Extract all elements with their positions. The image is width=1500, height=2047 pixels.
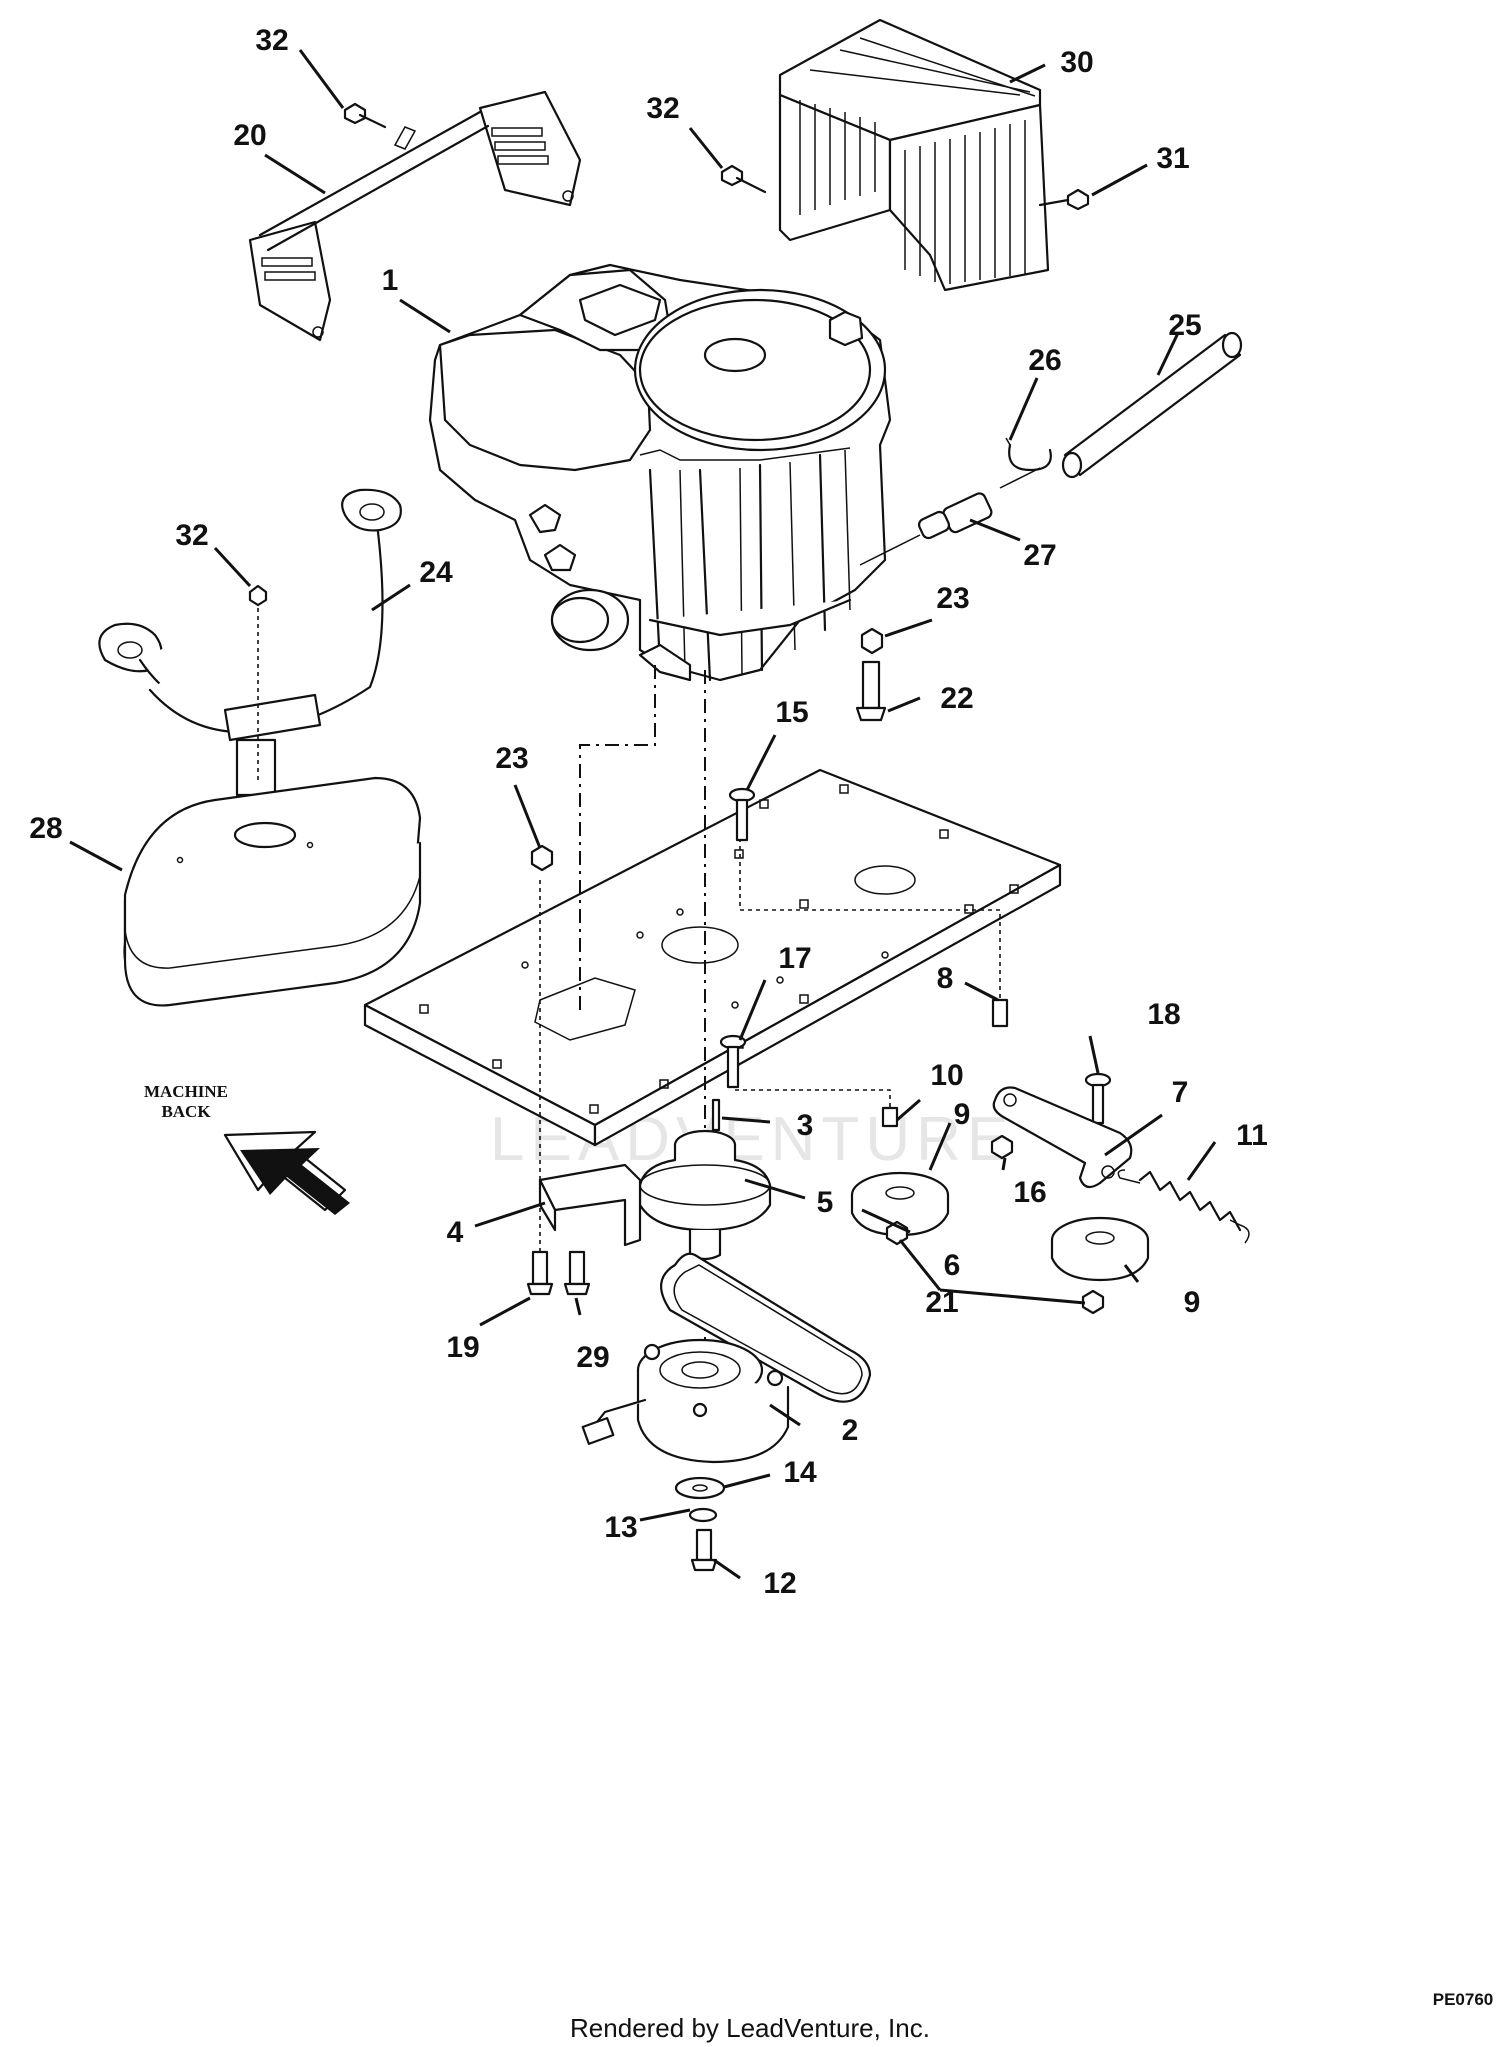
callout-label: 12	[763, 1567, 796, 1600]
callout-label: 8	[937, 962, 954, 995]
part-14-washer	[674, 1476, 726, 1500]
callout-label: 32	[255, 24, 288, 57]
part-4-bracket	[538, 1163, 642, 1247]
part-11-spring	[1117, 1169, 1250, 1244]
part-25-fuel-hose	[1061, 331, 1243, 479]
callout-label: 17	[778, 942, 811, 975]
part-7-idler-arm	[992, 1086, 1133, 1189]
callout-label: 10	[930, 1059, 963, 1092]
part-16-nut	[990, 1134, 1014, 1160]
callout-label: 27	[1023, 539, 1056, 572]
footer-credit: Rendered by LeadVenture, Inc.	[570, 2013, 930, 2043]
callout-label: 29	[576, 1341, 609, 1374]
callout-label: 11	[1236, 1119, 1268, 1152]
part-1-engine	[428, 263, 892, 682]
part-19-bolt	[526, 1250, 554, 1296]
part-2-pto-clutch	[581, 1338, 790, 1464]
part-6-belt	[660, 1252, 872, 1403]
callout-label: 31	[1156, 142, 1189, 175]
callout-label: 2	[842, 1414, 859, 1447]
part-3-key	[711, 1098, 721, 1132]
callout-labels: 1 2 3 4 5 6 7 8 9 9 10 11 12 13 14 15 16…	[29, 24, 1268, 1600]
part-8-spacer	[991, 998, 1009, 1028]
callout-label: 19	[446, 1331, 479, 1364]
part-21-nut-b	[1081, 1289, 1105, 1315]
callout-label: 4	[447, 1216, 464, 1249]
callout-label: 3	[797, 1109, 814, 1142]
callout-label: 26	[1028, 344, 1061, 377]
callout-label: 28	[29, 812, 62, 845]
part-28-muffler	[123, 776, 422, 1007]
callout-label: 7	[1172, 1076, 1189, 1109]
drawing-code: PE0760	[1433, 1990, 1494, 2009]
part-18-bolt	[1084, 1072, 1112, 1125]
part-5-engine-pulley	[638, 1129, 772, 1261]
machine-back-arrow	[223, 1130, 350, 1215]
part-15-carriage-bolt	[728, 787, 756, 842]
callout-label: 6	[944, 1249, 961, 1282]
callout-label: 23	[936, 582, 969, 615]
callout-label: 23	[495, 742, 528, 775]
part-32-screw-guard	[720, 164, 767, 194]
callout-label: 5	[817, 1186, 834, 1219]
callout-label: 18	[1147, 998, 1180, 1031]
part-13-lock-washer	[688, 1507, 718, 1523]
part-23-nut-left	[530, 844, 554, 872]
part-22-bolt	[855, 660, 887, 722]
part-24-exhaust-pipe	[98, 488, 402, 797]
callout-label: 20	[233, 119, 266, 152]
part-10-spacer	[881, 1106, 899, 1128]
callout-label: 15	[775, 696, 808, 729]
callout-label: 14	[783, 1456, 817, 1489]
part-9-idler-pulley-lower	[1050, 1216, 1150, 1282]
part-12-bolt	[690, 1528, 718, 1572]
callout-label: 30	[1060, 46, 1093, 79]
part-29-bolt	[563, 1250, 591, 1296]
callout-label: 9	[1184, 1286, 1201, 1319]
callout-label: 9	[954, 1098, 971, 1131]
callout-label: 25	[1168, 309, 1201, 342]
callout-label: 24	[419, 556, 453, 589]
callout-label: 32	[175, 519, 208, 552]
part-32-screw-bracket	[343, 102, 387, 129]
leader-lines	[69, 49, 1217, 1580]
part-26-hose-clamp	[1005, 437, 1052, 472]
callout-label: 22	[940, 682, 973, 715]
part-32-screw-pipe	[248, 584, 268, 607]
part-31-screw	[1038, 188, 1090, 211]
machine-back-label-line1: MACHINE	[144, 1082, 228, 1101]
callout-label: 13	[604, 1511, 637, 1544]
chassis-plate	[363, 768, 1062, 1147]
callout-label: 21	[925, 1286, 958, 1319]
machine-back-label-line2: BACK	[161, 1102, 211, 1121]
callout-label: 32	[646, 92, 679, 125]
part-17-carriage-bolt	[719, 1034, 747, 1089]
part-9-idler-pulley-upper	[850, 1171, 950, 1237]
callout-label: 16	[1013, 1176, 1046, 1209]
part-27-fuel-filter	[859, 467, 1041, 566]
part-30-engine-guard	[778, 18, 1050, 292]
part-23-nut-right	[860, 627, 884, 655]
callout-label: 1	[382, 264, 399, 297]
part-20-heat-shield-bracket	[248, 90, 582, 342]
